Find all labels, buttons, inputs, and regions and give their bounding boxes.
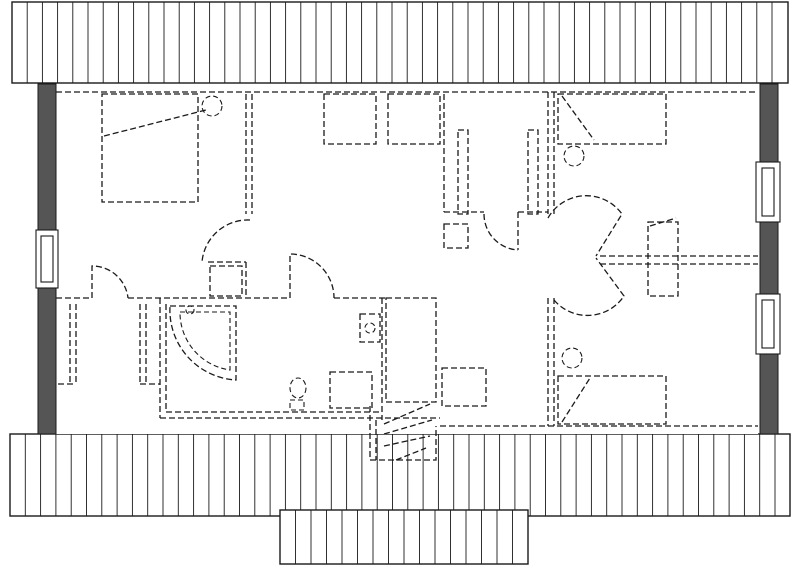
roof-slope-top bbox=[11, 1, 789, 84]
chimney bbox=[443, 223, 469, 249]
dormer-extension bbox=[279, 509, 529, 565]
bed-lower-right bbox=[557, 375, 667, 425]
roof-ribs-bottom bbox=[24, 434, 776, 516]
partition-center bbox=[443, 92, 555, 250]
bathroom bbox=[159, 298, 381, 418]
window-right-lower bbox=[755, 293, 781, 355]
roof-slope-bottom bbox=[9, 433, 791, 517]
table-right bbox=[600, 217, 758, 297]
window-left bbox=[35, 229, 59, 289]
door-swing-bath bbox=[289, 253, 335, 299]
partition-bedroom-left bbox=[245, 94, 253, 214]
interior-outline bbox=[56, 91, 758, 427]
cabinet-bath bbox=[329, 371, 373, 409]
cabinet-lower bbox=[441, 367, 487, 407]
gable-wall-right bbox=[759, 83, 779, 435]
storage-left bbox=[58, 304, 160, 385]
lamp-lower-right bbox=[561, 347, 583, 369]
cabinet-top-1 bbox=[323, 93, 377, 145]
toilet bbox=[289, 377, 307, 411]
shower-box bbox=[209, 265, 243, 297]
bedroom-lower-right bbox=[547, 298, 667, 426]
bed-top-right bbox=[557, 93, 667, 167]
corridor-wall bbox=[56, 261, 386, 299]
door-swing-right-bottom bbox=[553, 257, 625, 317]
door-swing-center bbox=[483, 213, 519, 251]
door-swing-right-top bbox=[547, 195, 623, 257]
washbasin bbox=[359, 313, 381, 343]
cabinet-top-2 bbox=[387, 93, 441, 145]
roof-ribs-dormer bbox=[295, 510, 513, 564]
bed-top-left bbox=[101, 93, 223, 203]
bath-tap bbox=[185, 305, 195, 315]
door-swing-left-lower bbox=[91, 265, 129, 299]
staircase bbox=[369, 297, 437, 461]
floor-area bbox=[56, 86, 758, 434]
window-right-upper bbox=[755, 161, 781, 223]
roof-ribs-top bbox=[26, 2, 773, 83]
